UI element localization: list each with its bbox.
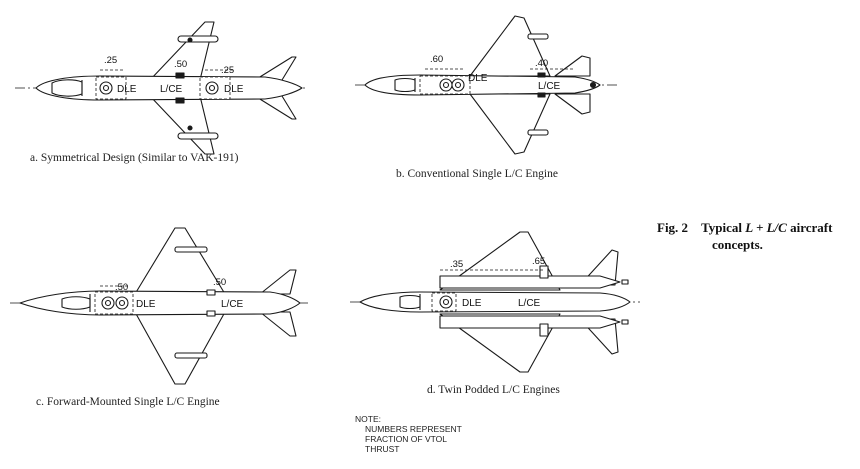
thrust-fraction-a-right: .25 [221, 65, 234, 76]
aircraft-b-drawing [355, 15, 620, 155]
caption-panel-d: d. Twin Podded L/C Engines [427, 384, 560, 396]
thrust-fraction-c-lce: .50 [213, 277, 226, 288]
caption-panel-c: c. Forward-Mounted Single L/C Engine [36, 396, 220, 408]
figure-note: NOTE: NUMBERS REPRESENT FRACTION OF VTOL… [355, 414, 462, 454]
dle-label-a-left: DLE [117, 84, 137, 95]
figure-number: Fig. 2 [657, 220, 689, 235]
dle-label-b: DLE [468, 73, 488, 84]
aircraft-a-drawing [15, 21, 305, 155]
thrust-fraction-b-dle: .60 [430, 54, 443, 65]
aircraft-d-drawing [350, 231, 640, 373]
thrust-fraction-a-left: .25 [104, 55, 117, 66]
dle-label-d: DLE [462, 298, 482, 309]
aircraft-c-drawing [10, 227, 310, 385]
figure-caption-math: L + L/C [745, 220, 787, 235]
lce-label-c: L/CE [221, 299, 244, 310]
caption-panel-b: b. Conventional Single L/C Engine [396, 168, 558, 180]
thrust-fraction-c-dle: .50 [115, 282, 128, 293]
dle-label-a-right: DLE [224, 84, 244, 95]
dle-label-c: DLE [136, 299, 156, 310]
lce-label-a: L/CE [160, 84, 183, 95]
figure-caption: Fig. 2 Typical L + L/C aircraft concepts… [657, 219, 857, 253]
note-heading: NOTE: [355, 414, 381, 424]
thrust-fraction-a-mid: .50 [174, 59, 187, 70]
note-line: FRACTION OF VTOL [365, 434, 448, 444]
figure-caption-post: aircraft [786, 220, 833, 235]
thrust-fraction-d-dle: .35 [450, 259, 463, 270]
thrust-fraction-b-lce: .40 [535, 58, 548, 69]
thrust-fraction-d-lce: .65 [532, 256, 545, 267]
figure-caption-line2: concepts. [712, 237, 763, 252]
note-line: THRUST [365, 444, 400, 454]
note-line: NUMBERS REPRESENT [365, 424, 462, 434]
caption-panel-a: a. Symmetrical Design (Similar to VAK-19… [30, 152, 239, 164]
lce-label-d: L/CE [518, 298, 541, 309]
lce-label-b: L/CE [538, 81, 561, 92]
figure-caption-pre: Typical [701, 220, 746, 235]
